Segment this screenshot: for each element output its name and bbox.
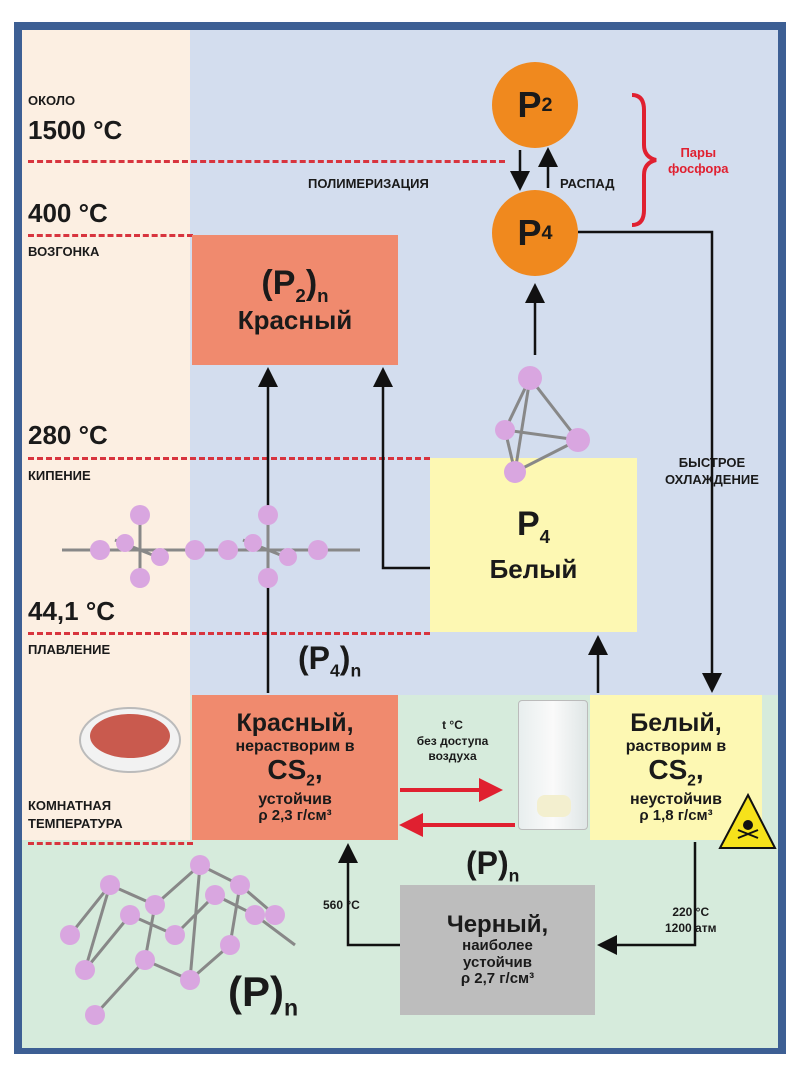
t44-label: 44,1 °C xyxy=(28,596,116,626)
red-phosphorus-p2n-box: (P2)n Красный xyxy=(192,235,398,365)
pn-mid-label: (P)n xyxy=(466,845,520,886)
black-phosphorus-box: Черный, наиболее устойчив ρ 2,7 г/см³ xyxy=(400,885,595,1015)
c560-label: 560 °C xyxy=(323,898,360,912)
petri-dish-image xyxy=(79,707,181,773)
temperature-column xyxy=(22,30,190,840)
beaker-image xyxy=(518,700,588,830)
sublimation-label: ВОЗГОНКА xyxy=(28,244,100,259)
pn-big-label: (P)n xyxy=(228,968,299,1021)
black-to-red-arrow xyxy=(338,843,400,947)
white-to-p2n-arrow xyxy=(373,367,430,570)
red-phosphorus-box: Красный, нерастворим в CS2, устойчив ρ 2… xyxy=(192,695,398,840)
t1500-label: 1500 °C xyxy=(28,115,123,145)
white-phosphorus-p4-box: P4 Белый xyxy=(430,458,637,632)
room-label-1: КОМНАТНАЯ xyxy=(28,798,112,813)
dashed-line-1500 xyxy=(28,160,505,163)
dashed-line-400 xyxy=(28,234,193,237)
t400-label: 400 °C xyxy=(28,198,108,228)
t1500-prefix: ОКОЛО xyxy=(28,93,76,108)
p4-tetrahedron-icon xyxy=(495,366,590,483)
dashed-line-280 xyxy=(28,457,430,460)
brace-icon xyxy=(631,93,657,227)
t280-label: 280 °C xyxy=(28,420,108,450)
dashed-line-room xyxy=(28,842,193,845)
boiling-label: КИПЕНИЕ xyxy=(28,468,91,483)
room-label-2: ТЕМПЕРАТУРА xyxy=(28,816,123,831)
dashed-line-44 xyxy=(28,632,430,635)
decay-label: РАСПАД xyxy=(560,176,615,191)
fast-cooling-arrow xyxy=(578,230,722,693)
polymerization-label: ПОЛИМЕРИЗАЦИЯ xyxy=(308,176,429,191)
white-to-black-arrow xyxy=(597,842,697,955)
p4n-label: (P4)n xyxy=(298,640,362,681)
white-phosphorus-box: Белый, растворим в CS2, неустойчив ρ 1,8… xyxy=(590,695,762,840)
melting-label: ПЛАВЛЕНИЕ xyxy=(28,642,111,657)
toxic-hazard-icon xyxy=(718,792,777,849)
red-phosphorus-chain-icon xyxy=(62,505,360,588)
black-phosphorus-lattice-icon xyxy=(60,855,296,1025)
